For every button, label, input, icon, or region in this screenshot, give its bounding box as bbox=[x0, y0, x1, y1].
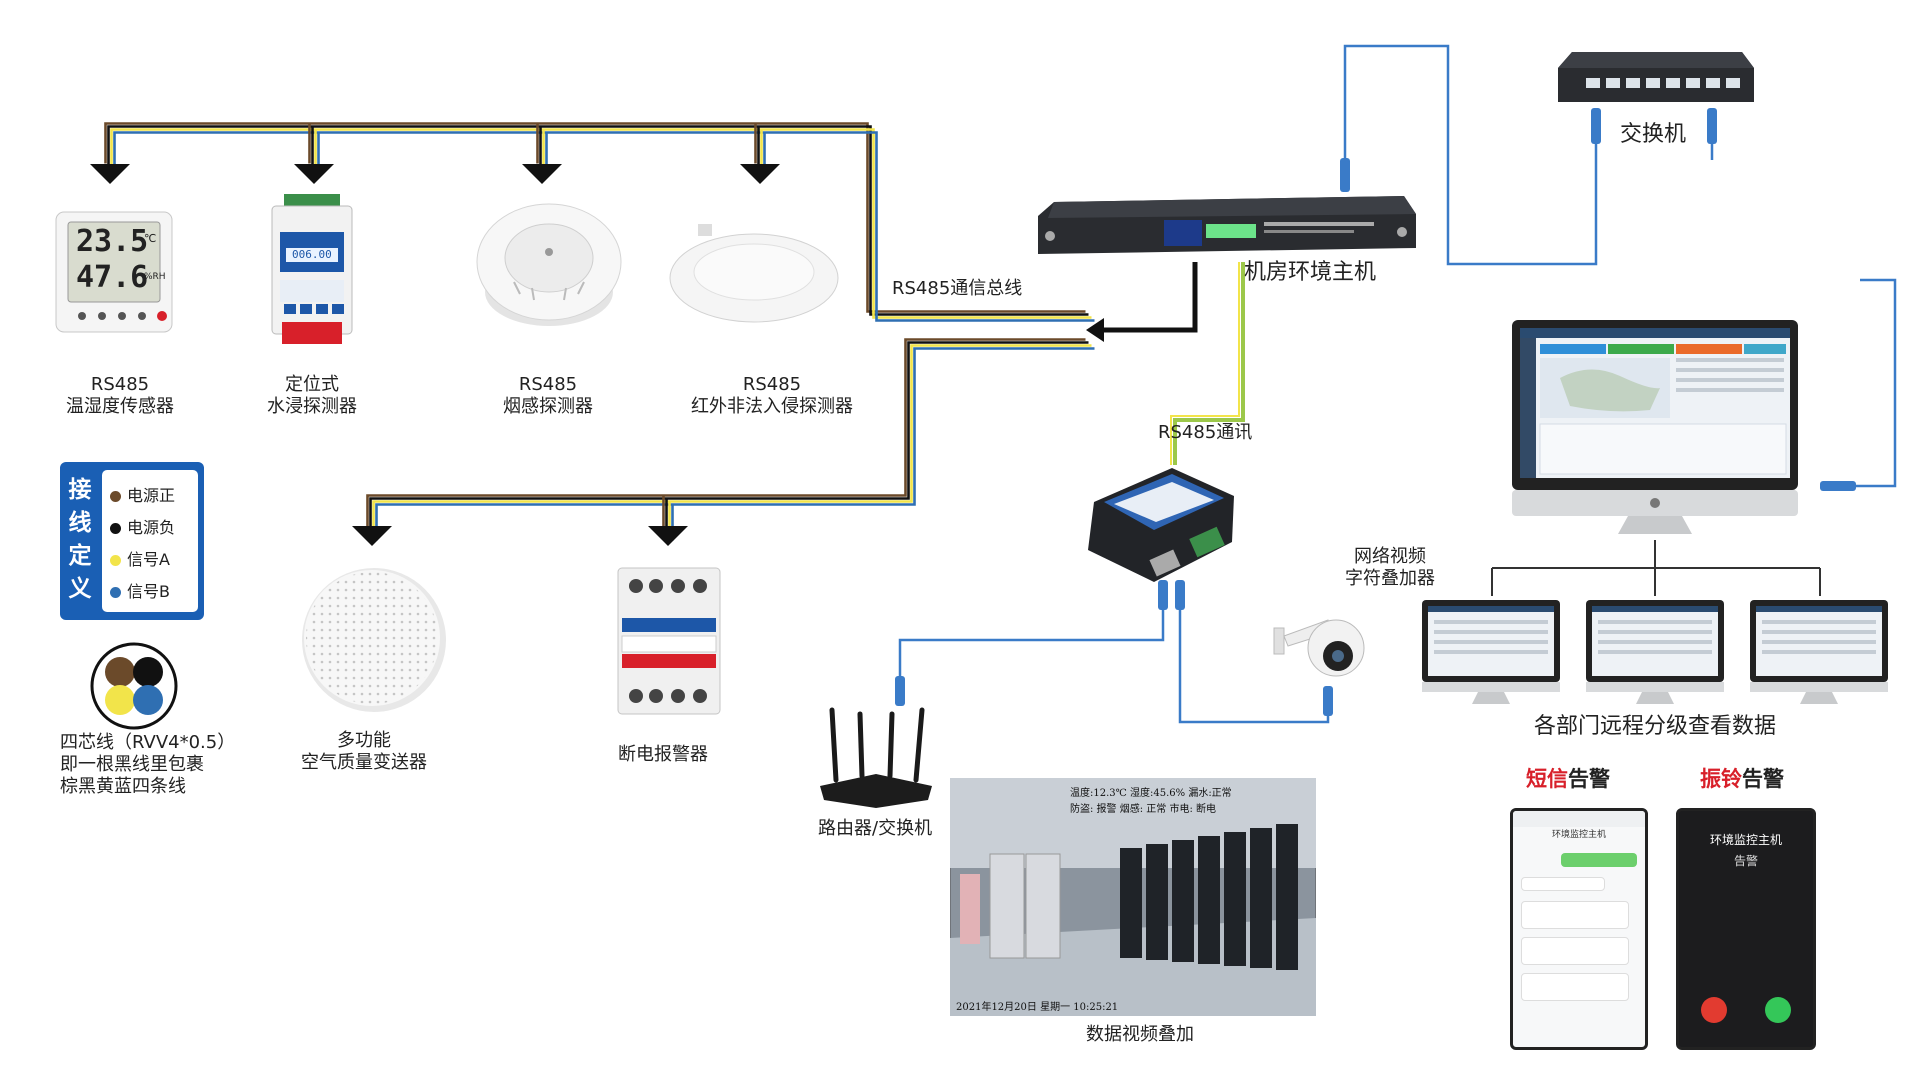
call-caller: 环境监控主机 bbox=[1709, 833, 1782, 847]
smoke-detector-label: RS485 烟感探测器 bbox=[503, 374, 593, 417]
dept-monitor-1 bbox=[1420, 598, 1562, 708]
water-detector-label: 定位式 水浸探测器 bbox=[267, 374, 357, 417]
upper-bus-wire bbox=[104, 122, 1086, 313]
upper-bus-wire bbox=[107, 125, 1089, 316]
decline-icon bbox=[1701, 997, 1727, 1023]
remote-view-label: 各部门远程分级查看数据 bbox=[1534, 714, 1777, 739]
legend-item: 电源负 bbox=[110, 518, 175, 538]
bus-arrow-icon bbox=[522, 164, 562, 184]
sms-alert-title: 短信告警 bbox=[1526, 767, 1610, 791]
legend-title: 接 线 定 义 bbox=[68, 477, 92, 602]
bus-arrow-icon bbox=[294, 164, 334, 184]
cable-cross-section-icon bbox=[90, 642, 178, 730]
host-to-bus-arrow bbox=[1086, 318, 1104, 342]
legend-item: 信号B bbox=[110, 582, 170, 602]
temp-unit: ℃ bbox=[144, 232, 157, 245]
switch-label: 交换机 bbox=[1620, 122, 1687, 147]
sms-contact: 环境监控主机 bbox=[1551, 830, 1606, 840]
lower-bus-wire bbox=[369, 341, 1089, 535]
water-display: 006.00 bbox=[292, 248, 332, 261]
infrared-detector bbox=[668, 220, 840, 324]
dept-monitor-2 bbox=[1584, 598, 1726, 708]
network-connectors bbox=[895, 108, 1856, 716]
video-caption: 数据视频叠加 bbox=[1086, 1024, 1194, 1045]
cable-description: 四芯线（RVV4*0.5） 即一根黑线里包裹 棕黑黄蓝四条线 bbox=[60, 732, 236, 797]
video-timestamp: 2021年12月20日 星期一 10:25:21 bbox=[956, 1002, 1119, 1013]
call-phone: 环境监控主机 告警 bbox=[1676, 808, 1816, 1050]
ptz-camera bbox=[1270, 598, 1366, 682]
call-status: 告警 bbox=[1733, 854, 1758, 868]
power-alarm-label: 断电报警器 bbox=[618, 744, 708, 765]
brown-dot-icon bbox=[110, 491, 121, 502]
power-failure-alarm bbox=[616, 566, 722, 716]
host-to-bus-line bbox=[1100, 262, 1198, 333]
upper-bus-wire bbox=[110, 128, 1092, 319]
overlay-label: 网络视频 字符叠加器 bbox=[1345, 546, 1435, 589]
upper-bus-wire bbox=[113, 131, 1095, 322]
water-leak-detector: 006.00 bbox=[270, 192, 354, 350]
yellow-dot-icon bbox=[110, 555, 121, 566]
rs485-comm-label: RS485通讯 bbox=[1158, 422, 1253, 443]
temp-sensor-label: RS485 温湿度传感器 bbox=[66, 374, 174, 417]
dept-monitor-3 bbox=[1748, 598, 1890, 708]
lower-bus-wire bbox=[372, 344, 1092, 538]
network-switch bbox=[1556, 48, 1756, 112]
video-overlay-line-2: 防盗: 报警 烟感: 正常 市电: 断电 bbox=[1070, 804, 1217, 815]
black-dot-icon bbox=[110, 523, 121, 534]
wiring-legend: 接 线 定 义 电源正 电源负 信号A 信号B bbox=[60, 462, 204, 620]
bus-arrow-icon bbox=[90, 164, 130, 184]
humidity-display: 47.6 bbox=[76, 260, 149, 295]
accept-icon bbox=[1765, 997, 1791, 1023]
bus-arrow-icon bbox=[740, 164, 780, 184]
router-label: 路由器/交换机 bbox=[818, 818, 933, 839]
rs485-converter bbox=[1082, 462, 1238, 588]
monitor-tree-lines bbox=[1491, 540, 1821, 596]
humidity-unit: %RH bbox=[144, 272, 166, 282]
host-label: 机房环境主机 bbox=[1244, 260, 1377, 285]
blue-dot-icon bbox=[110, 587, 121, 598]
sms-phone: 环境监控主机 bbox=[1510, 808, 1648, 1050]
video-overlay-frame: 温度:12.3℃ 湿度:45.6% 漏水:正常 防盗: 报警 烟感: 正常 市电… bbox=[949, 777, 1317, 1017]
lower-bus-wire bbox=[375, 347, 1095, 541]
bus-label: RS485通信总线 bbox=[892, 278, 1023, 299]
legend-items: 电源正 电源负 信号A 信号B bbox=[102, 470, 198, 612]
smoke-detector bbox=[474, 200, 624, 334]
rs485-bus-wires bbox=[90, 122, 1095, 546]
temp-humidity-sensor: 23.5 ℃ 47.6 %RH bbox=[52, 208, 176, 338]
legend-item: 电源正 bbox=[110, 486, 175, 506]
lower-bus-wire bbox=[366, 338, 1086, 532]
ir-detector-label: RS485 红外非法入侵探测器 bbox=[691, 374, 853, 417]
air-quality-transmitter bbox=[302, 562, 452, 718]
bus-arrow-icon bbox=[648, 526, 688, 546]
main-monitor bbox=[1510, 318, 1800, 540]
environment-host-unit bbox=[1034, 192, 1420, 262]
video-overlay-line-1: 温度:12.3℃ 湿度:45.6% 漏水:正常 bbox=[1070, 788, 1232, 799]
air-quality-label: 多功能 空气质量变送器 bbox=[301, 730, 427, 773]
call-alert-title: 振铃告警 bbox=[1700, 767, 1784, 791]
temp-display: 23.5 bbox=[76, 224, 149, 259]
router bbox=[816, 704, 936, 810]
host-to-converter-line bbox=[1173, 262, 1245, 465]
bus-arrow-icon bbox=[352, 526, 392, 546]
legend-item: 信号A bbox=[110, 550, 170, 570]
